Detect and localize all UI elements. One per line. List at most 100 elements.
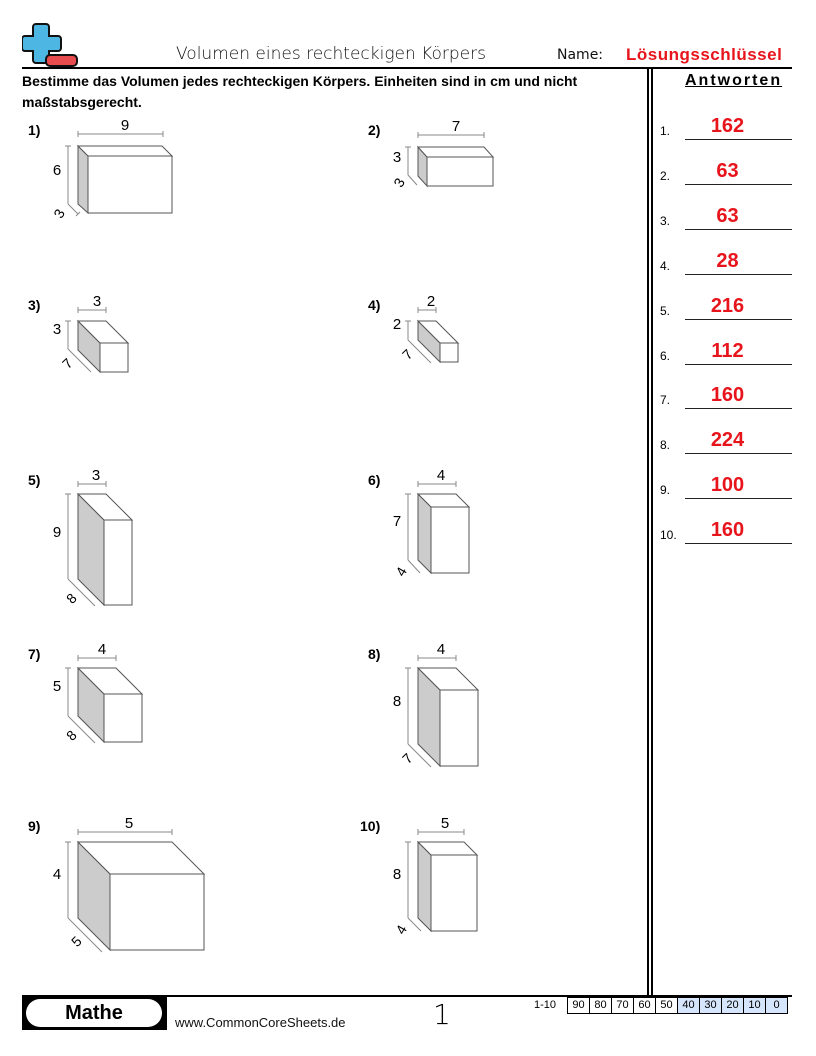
- site-url: www.CommonCoreSheets.de: [175, 1015, 346, 1030]
- answer-line: [685, 228, 792, 230]
- answer-row: 4.28: [660, 245, 792, 275]
- score-cell: 60: [633, 997, 656, 1014]
- rectangular-prism-figure: 4 5 8: [53, 641, 144, 744]
- answer-number: 3.: [660, 214, 671, 228]
- rectangular-prism-figure: 9 6 3: [50, 117, 174, 221]
- score-cell: 0: [765, 997, 788, 1014]
- answer-number: 1.: [660, 124, 671, 138]
- answer-number: 8.: [660, 438, 671, 452]
- answer-line: [685, 273, 792, 275]
- height-label: 2: [393, 316, 401, 333]
- answer-line: [685, 183, 792, 185]
- score-cell: 40: [677, 997, 700, 1014]
- height-label: 6: [53, 162, 61, 179]
- width-label: 4: [98, 641, 106, 658]
- rectangular-prism-figure: 5 4 5: [53, 815, 206, 953]
- height-label: 8: [393, 693, 401, 710]
- problem-number: 3): [28, 297, 41, 313]
- width-label: 3: [93, 293, 101, 310]
- header-rule: [22, 67, 792, 69]
- answer-value: 160: [710, 384, 745, 406]
- answer-row: 7.160: [660, 379, 792, 409]
- height-label: 3: [53, 321, 61, 338]
- width-label: 3: [92, 467, 100, 484]
- score-cell: 10: [743, 997, 766, 1014]
- answers-heading: Antworten: [685, 72, 783, 89]
- answer-value: 160: [710, 519, 745, 541]
- width-label: 4: [437, 467, 445, 484]
- footer-rule: [22, 995, 792, 997]
- depth-label: 4: [392, 564, 410, 579]
- answer-line: [685, 542, 792, 544]
- answer-value: 224: [710, 429, 745, 451]
- instructions: Bestimme das Volumen jedes rechteckigen …: [22, 73, 578, 110]
- width-label: 2: [427, 293, 435, 310]
- answer-line: [685, 497, 792, 499]
- width-label: 9: [121, 117, 129, 134]
- name-value: Lösungsschlüssel: [626, 45, 783, 64]
- height-label: 8: [393, 866, 401, 883]
- column-divider: [647, 67, 649, 997]
- score-range-label: 1-10: [534, 999, 557, 1011]
- answer-row: 6. 112: [660, 335, 792, 365]
- answer-line: [685, 363, 792, 365]
- depth-label: 5: [68, 933, 85, 950]
- height-label: 4: [53, 866, 61, 883]
- answer-value: 63: [716, 205, 739, 227]
- answer-line: [685, 318, 792, 320]
- depth-label: 7: [399, 750, 416, 767]
- answer-line: [685, 138, 792, 140]
- depth-label: 8: [63, 590, 80, 607]
- answer-line: [685, 452, 792, 454]
- answer-row: 1. 162: [660, 110, 792, 140]
- width-label: 5: [125, 815, 133, 832]
- score-cell: 80: [589, 997, 612, 1014]
- score-cell: 30: [699, 997, 722, 1014]
- answer-value: 162: [710, 115, 745, 137]
- width-label: 4: [437, 641, 445, 658]
- answer-number: 6.: [660, 349, 671, 363]
- rectangular-prism-figure: 3 9 8: [53, 467, 134, 607]
- rectangular-prism-figure: 5 8 4: [392, 815, 479, 937]
- column-divider: [651, 67, 653, 997]
- problem-number: 10): [360, 818, 381, 834]
- answer-row: 2.63: [660, 155, 792, 185]
- problem-number: 6): [368, 472, 381, 488]
- problem-number: 7): [28, 646, 41, 662]
- depth-label: 3: [50, 206, 68, 221]
- subject-label: Mathe: [26, 999, 162, 1027]
- subject-badge: Mathe: [22, 997, 167, 1030]
- depth-label: 3: [390, 175, 408, 190]
- answer-row: 3.63: [660, 200, 792, 230]
- page-title: Volumen eines rechteckigen Körpers: [176, 44, 486, 64]
- answer-value: 216: [710, 295, 745, 317]
- width-label: 5: [441, 815, 449, 832]
- name-label: Name:: [557, 47, 604, 63]
- answer-row: 10.160: [660, 514, 792, 544]
- score-table: 1-10 90 80 70 60 50 40 30 20 10 0: [530, 997, 788, 1014]
- width-label: 7: [452, 118, 460, 135]
- page-number: 1: [433, 998, 451, 1031]
- problem-number: 5): [28, 472, 41, 488]
- problem-number: 1): [28, 122, 41, 138]
- answer-number: 9.: [660, 483, 671, 497]
- rectangular-prism-figure: 7 3 3: [390, 118, 495, 190]
- depth-label: 4: [392, 922, 410, 937]
- problem-number: 2): [368, 122, 381, 138]
- depth-label: 7: [399, 346, 416, 363]
- problem-number: 9): [28, 818, 41, 834]
- rectangular-prism-figure: 3 3 7: [53, 293, 130, 374]
- answer-number: 2.: [660, 169, 671, 183]
- logo-icon: [22, 23, 78, 67]
- answer-value: 112: [711, 340, 744, 362]
- answer-value: 28: [716, 250, 739, 272]
- rectangular-prism-figure: 4 7 4: [392, 467, 471, 579]
- answer-row: 9.100: [660, 469, 792, 499]
- height-label: 5: [53, 678, 61, 695]
- problem-number: 8): [368, 646, 381, 662]
- score-cell: 90: [567, 997, 590, 1014]
- depth-label: 7: [59, 355, 76, 372]
- depth-label: 8: [63, 727, 80, 744]
- rectangular-prism-figure: 4 8 7: [393, 641, 480, 768]
- score-cell: 70: [611, 997, 634, 1014]
